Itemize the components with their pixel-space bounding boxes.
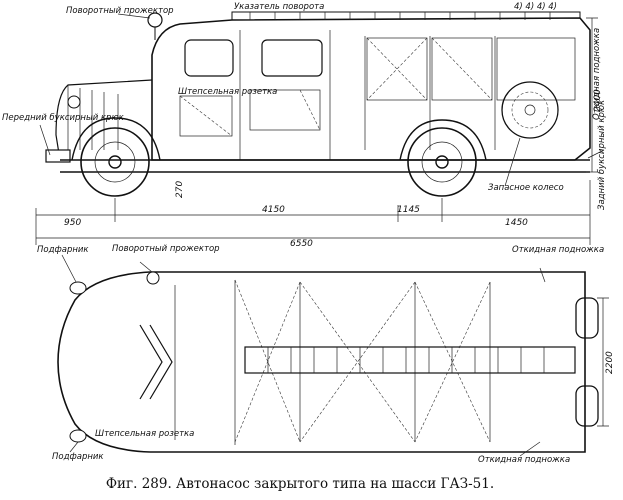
top-body-outline	[150, 271, 586, 453]
dim-overall-length: 6550	[290, 239, 313, 249]
compartment-panel-3	[496, 37, 576, 101]
crew-window	[261, 39, 323, 77]
label-turn-searchlight-top: Поворотный прожектор	[66, 6, 174, 16]
label-turn-indicator: Указатель поворота	[234, 2, 324, 12]
top-headlight-right	[69, 429, 87, 443]
headlight-icon	[67, 95, 81, 109]
spare-wheel	[501, 81, 559, 139]
dim-front-overhang: 950	[64, 218, 81, 228]
label-socket-side: Штепсельная розетка	[178, 87, 277, 97]
compartment-panel-2	[431, 37, 493, 101]
rear-fender	[399, 119, 487, 161]
label-rear-tow-hook: Задний буксирный крюк	[597, 99, 607, 210]
top-view: Подфарник Поворотный прожектор Откидная …	[37, 244, 615, 465]
top-headlight-left	[69, 281, 87, 295]
top-searchlight-icon	[146, 271, 160, 285]
label-front-tow-hook: Передний буксирный крюк	[2, 113, 125, 123]
top-hood-outline	[57, 271, 151, 453]
top-rear-wheel-upper	[575, 297, 599, 339]
dim-spare-offset: 1145	[397, 205, 420, 215]
roof-ladder	[231, 11, 581, 20]
dim-height: 2400	[593, 89, 603, 112]
cab-window	[184, 39, 234, 77]
label-spare-wheel: Запасное колесо	[488, 183, 564, 193]
rear-wheel	[407, 127, 477, 197]
label-headlight-top: Подфарник	[37, 245, 89, 255]
front-fender	[71, 117, 161, 161]
dim-rear-overhang: 1450	[505, 218, 528, 228]
label-turn-searchlight-bottom: Поворотный прожектор	[112, 244, 220, 254]
label-corner-codes: 4) 4) 4) 4)	[514, 2, 557, 12]
compartment-panel-1	[366, 37, 428, 101]
hood-ridge	[139, 324, 173, 400]
grille	[67, 85, 119, 150]
top-rear-wheel-lower	[575, 385, 599, 427]
body-outline	[151, 17, 591, 161]
dim-ground-clearance: 270	[175, 181, 185, 198]
front-wheel	[80, 127, 150, 197]
dim-wheelbase: 4150	[262, 205, 285, 215]
label-socket-bottom: Штепсельная розетка	[95, 429, 194, 439]
figure-caption: Фиг. 289. Автонасос закрытого типа на ша…	[106, 476, 494, 492]
dim-width: 2200	[605, 351, 615, 374]
front-bumper	[45, 149, 71, 163]
label-headlight-bottom: Подфарник	[52, 452, 104, 462]
chassis-frame	[60, 159, 590, 173]
side-view: Поворотный прожектор Указатель поворота …	[2, 2, 607, 249]
label-fold-step-bottom: Откидная подножка	[478, 455, 570, 465]
label-fold-step-top: Откидная подножка	[512, 245, 604, 255]
top-ladder	[244, 346, 576, 374]
label-fold-step-side: Откидная подножка	[592, 28, 602, 120]
